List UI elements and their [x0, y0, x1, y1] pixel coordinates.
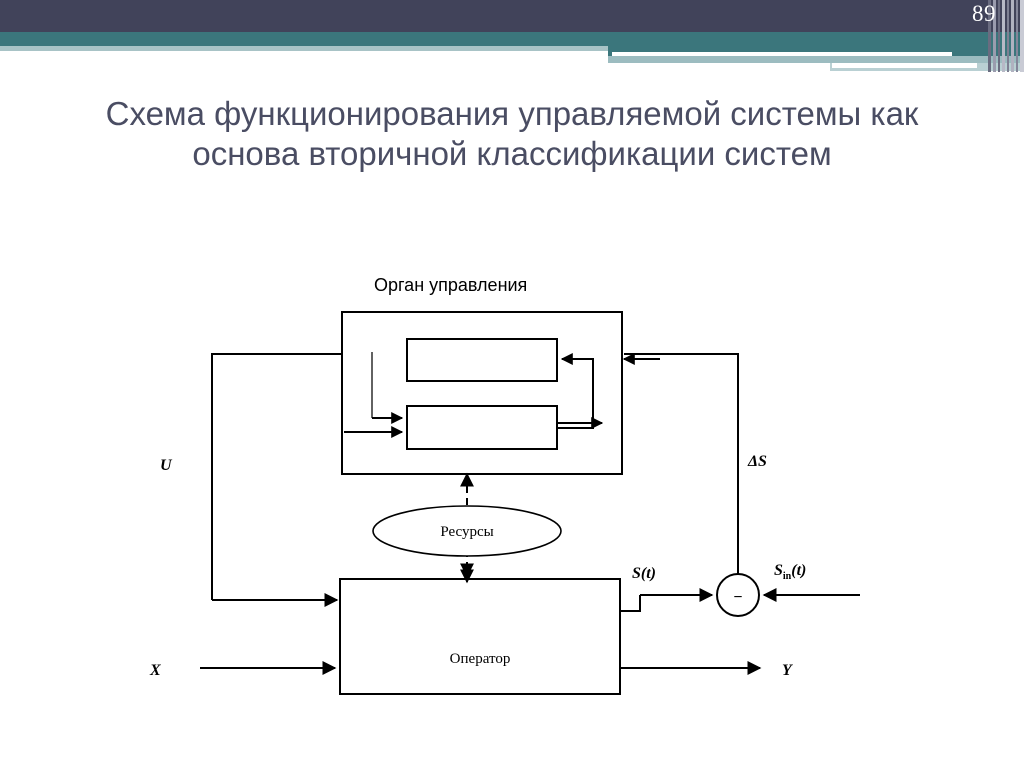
header-stripe-1: [988, 0, 991, 72]
header-band-teal: [0, 32, 1024, 46]
resources-node: [372, 505, 562, 557]
header-stripe-3: [998, 0, 1000, 72]
operator-box-label: Оператор: [450, 651, 511, 667]
operator-box: [339, 578, 621, 695]
header-band-teal-right: [608, 46, 1024, 56]
label-error-signal: ΔS: [747, 453, 767, 470]
inner-block-top: [406, 338, 558, 382]
header-stripe-7: [1016, 0, 1018, 72]
wire-delta-feedback: [624, 353, 739, 574]
slide-header-decoration: 89: [0, 0, 1024, 72]
header-band-pale-left: [0, 46, 608, 51]
label-state-signal: S(t): [632, 565, 656, 582]
header-stripe-8: [1020, 0, 1024, 72]
page-number: 89: [972, 1, 996, 26]
label-control-input: U: [160, 457, 173, 474]
slide-title: Схема функционирования управляемой систе…: [105, 95, 919, 173]
wire-s-riser-stub: [620, 595, 641, 612]
label-system-output: Y: [782, 662, 793, 679]
header-stripe-4: [1002, 0, 1005, 72]
header-band-white-lower: [832, 63, 977, 68]
header-band-white-upper: [612, 52, 952, 56]
header-band-pale-right: [608, 56, 1024, 63]
header-stripe-5: [1007, 0, 1009, 72]
inner-block-bottom: [406, 405, 558, 450]
resources-node-label: Ресурсы: [440, 524, 493, 540]
header-band-dark: [0, 0, 1024, 32]
block-diagram: Орган управления U Ресурсы Оператор X Y …: [0, 240, 1024, 760]
header-stripe-2: [993, 0, 996, 72]
control-unit-caption: Орган управления: [374, 275, 527, 295]
comparator-sign: −: [733, 589, 743, 606]
label-reference-signal: Sin(t): [774, 562, 806, 582]
header-stripe-6: [1011, 0, 1014, 72]
label-system-input: X: [149, 662, 161, 679]
wire-inner-feedback: [557, 353, 594, 429]
wire-u-loop: [211, 353, 342, 600]
